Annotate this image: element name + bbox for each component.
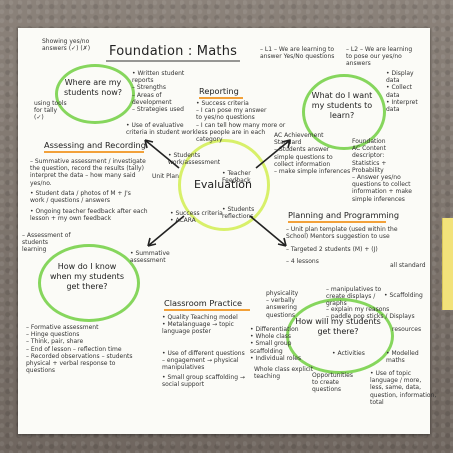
evaluation-text: Evaluation <box>193 178 253 191</box>
note-display-collect-interpret: • Display data • Collect data • Interpre… <box>386 70 418 114</box>
note-whole-class-explicit: Whole class explicit teaching <box>254 366 314 381</box>
arrow-top-right <box>254 132 302 170</box>
arrow-top-left-svg <box>144 139 180 169</box>
heading-assessing-and-recording: Assessing and Recording <box>44 140 146 150</box>
note-student-reflections: • Students reflections <box>222 206 255 221</box>
heading-classroom-practice: Classroom Practice <box>164 298 243 308</box>
note-scaffolding: • Scaffolding <box>384 292 423 299</box>
title-underline <box>106 60 240 62</box>
note-yes-no-answers: Showing yes/no answers (✓) (✗) <box>42 38 91 53</box>
circle-top-right-text: What do I want my students to learn? <box>311 91 373 120</box>
arrow-top-left <box>135 132 181 170</box>
arrow-bottom-left-svg <box>147 215 185 247</box>
heading-planning-and-programming: Planning and Programming <box>288 210 400 220</box>
note-evaluative-criteria: • Use of evaluative criteria in student … <box>126 122 196 137</box>
evaluation-circle <box>178 139 270 231</box>
note-success-criteria: • Success criteria – I can pose my answe… <box>196 100 286 144</box>
note-student-data: • Student data / photos of M + J's work … <box>30 190 131 205</box>
heading-planning-underline <box>288 221 386 223</box>
circle-top-left <box>55 64 135 124</box>
note-tools-for-tally: using tools for tally (✓) <box>34 100 67 122</box>
note-summative-assessment: – Summative assessment / investigate the… <box>30 158 146 187</box>
note-l2: – L2 – We are learning to pose our yes/n… <box>346 46 413 68</box>
circle-top-right <box>302 74 386 150</box>
yellow-sticky-note <box>442 218 453 310</box>
circle-bottom-right-text: How will my students get there? <box>295 317 381 336</box>
note-success-criteria-acara: • Success criteria • ACARA <box>170 210 223 225</box>
note-teacher-feedback: • Ongoing teacher feedback after each le… <box>30 208 148 223</box>
circle-bottom-left <box>38 244 140 322</box>
circle-bottom-right <box>286 298 394 374</box>
note-resources: resources <box>392 326 422 333</box>
note-manipulatives: – manipulatives to create displays / gra… <box>326 286 382 308</box>
arrow-bottom-right-svg <box>249 215 287 247</box>
note-summative-bottom: • Summative assessment <box>130 250 170 265</box>
note-different-questions: • Use of different questions – engagemen… <box>162 350 245 372</box>
note-activities: • Activities <box>332 350 365 357</box>
arrow-bottom-left <box>138 214 186 254</box>
heading-assessing-underline <box>44 151 144 153</box>
arrow-top-right-svg <box>255 139 291 169</box>
note-opportunities: Opportunities to create questions <box>312 372 353 394</box>
heading-classroom-underline <box>164 309 250 311</box>
heading-reporting: Reporting <box>199 86 239 96</box>
note-topic-language: • Use of topic language / more, less, sa… <box>370 370 437 406</box>
note-quality-teaching: • Quality Teaching model • Metalanguage … <box>162 314 238 336</box>
arrow-bottom-right <box>248 214 296 254</box>
note-l1: – L1 – We are learning to answer Yes/No … <box>260 46 335 61</box>
note-differentiation: • Differentiation • Whole class • Small … <box>250 326 302 362</box>
note-assessment-learning: – Assessment of students learning <box>22 232 71 254</box>
note-physicality: physicality – verbally answering questio… <box>266 290 299 319</box>
note-all-standard: all standard <box>390 262 426 269</box>
note-targeted-students: – Targeted 2 students (M) + (J) <box>286 246 378 253</box>
circle-bottom-left-text: How do I know when my students get there… <box>50 262 124 291</box>
note-unit-plan-template: – Unit plan template (used within the Sc… <box>286 226 398 241</box>
note-four-lessons: – 4 lessons <box>286 258 319 265</box>
note-teacher-feedback-center: • Teacher Feedback <box>222 170 251 185</box>
note-written-reports: • Written student reports – Strengths – … <box>132 70 185 114</box>
note-formative-assessment: – Formative assessment – Hinge questions… <box>26 324 133 375</box>
note-small-group: • Small group scaffolding → social suppo… <box>162 374 245 389</box>
note-students-work: • Students work/assessment <box>168 152 221 167</box>
note-ac-content: Foundation AC Content descriptor: Statis… <box>352 138 412 203</box>
note-explain-reasons: – explain my reasons – paddle pop sticks… <box>326 306 415 321</box>
poster-title: Foundation : Maths <box>109 44 238 59</box>
note-modelled-maths: • Modelled maths <box>386 350 419 365</box>
note-unit-plan: Unit Plan <box>152 173 179 180</box>
circle-top-left-text: Where are my students now? <box>63 78 123 97</box>
heading-reporting-underline <box>199 97 243 99</box>
